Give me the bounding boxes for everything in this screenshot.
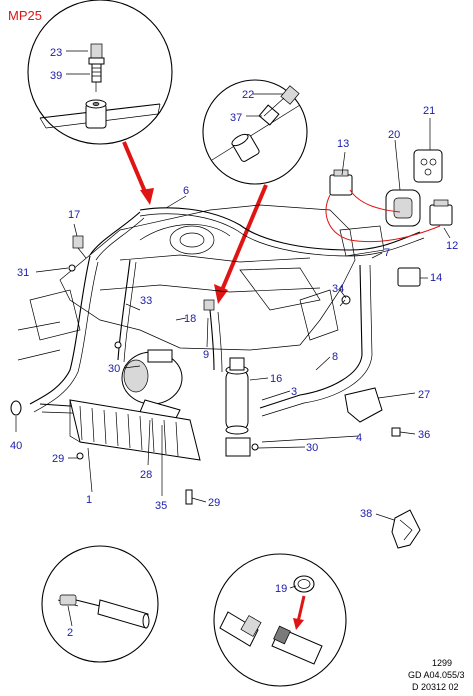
leader-lines [15, 118, 451, 627]
callout-17: 17 [68, 209, 80, 221]
callout-33: 33 [140, 295, 152, 307]
sensor-17 [72, 235, 87, 259]
callout-14: 14 [430, 272, 442, 284]
pressure-switch-13 [329, 169, 353, 196]
callout-30-lower: 30 [306, 442, 318, 454]
engine-block [17, 204, 385, 361]
detail-circle-service-valve [202, 79, 308, 185]
callout-34: 34 [332, 283, 344, 295]
callout-16: 16 [270, 373, 282, 385]
callout-40: 40 [10, 440, 22, 452]
callout-13: 13 [337, 138, 349, 150]
callout-9: 9 [203, 349, 209, 361]
diagram-title: MP25 [8, 8, 42, 23]
callout-29-left: 29 [52, 453, 64, 465]
detail-circle-hose-fitting [41, 545, 159, 663]
red-pointer-arrow-left [122, 141, 154, 205]
bracket [344, 387, 383, 423]
callout-29-right: 29 [208, 497, 220, 509]
callout-labels: 23 39 22 37 21 13 20 6 17 31 12 7 14 34 … [10, 47, 458, 639]
callout-27: 27 [418, 389, 430, 401]
bolts [68, 264, 401, 505]
damper-40 [10, 400, 22, 416]
callout-3: 3 [291, 386, 297, 398]
callout-7: 7 [384, 247, 390, 259]
callout-35: 35 [155, 500, 167, 512]
service-port-9 [203, 299, 215, 311]
switch-14 [397, 267, 421, 287]
callout-8: 8 [332, 351, 338, 363]
pressure-switch-12 [429, 199, 453, 226]
callout-18: 18 [184, 313, 196, 325]
switch-wiring [325, 189, 441, 243]
drawing-reference: 1299 GD A04.055/3 D 20312 02 [408, 658, 465, 692]
callout-6: 6 [183, 185, 189, 197]
callout-22: 22 [242, 89, 254, 101]
callout-19: 19 [275, 583, 287, 595]
callout-4: 4 [356, 432, 362, 444]
callout-39: 39 [50, 70, 62, 82]
callout-20: 20 [388, 129, 400, 141]
callout-2: 2 [67, 627, 73, 639]
callout-38: 38 [360, 508, 372, 520]
ref-line-3: D 20312 02 [412, 682, 459, 692]
callout-1: 1 [86, 494, 92, 506]
detail-circle-schrader-valve [27, 0, 173, 145]
callout-21: 21 [423, 105, 435, 117]
callout-31: 31 [17, 267, 29, 279]
detail-circle-o-ring [213, 553, 347, 687]
callout-36: 36 [418, 429, 430, 441]
ref-line-2: GD A04.055/3 [408, 670, 465, 680]
condenser [69, 399, 201, 461]
callout-23: 23 [50, 47, 62, 59]
seal-21 [413, 149, 443, 183]
compressor [121, 349, 183, 421]
red-pointer-arrow-right [214, 184, 268, 304]
accumulator [225, 357, 251, 457]
callout-28: 28 [140, 469, 152, 481]
callout-30-upper: 30 [108, 363, 120, 375]
refrigerant-lines [29, 207, 425, 417]
ref-line-1: 1299 [432, 658, 452, 668]
callout-12: 12 [446, 240, 458, 252]
grommet-20 [385, 189, 421, 227]
clip-38 [391, 509, 421, 549]
callout-37: 37 [230, 112, 242, 124]
